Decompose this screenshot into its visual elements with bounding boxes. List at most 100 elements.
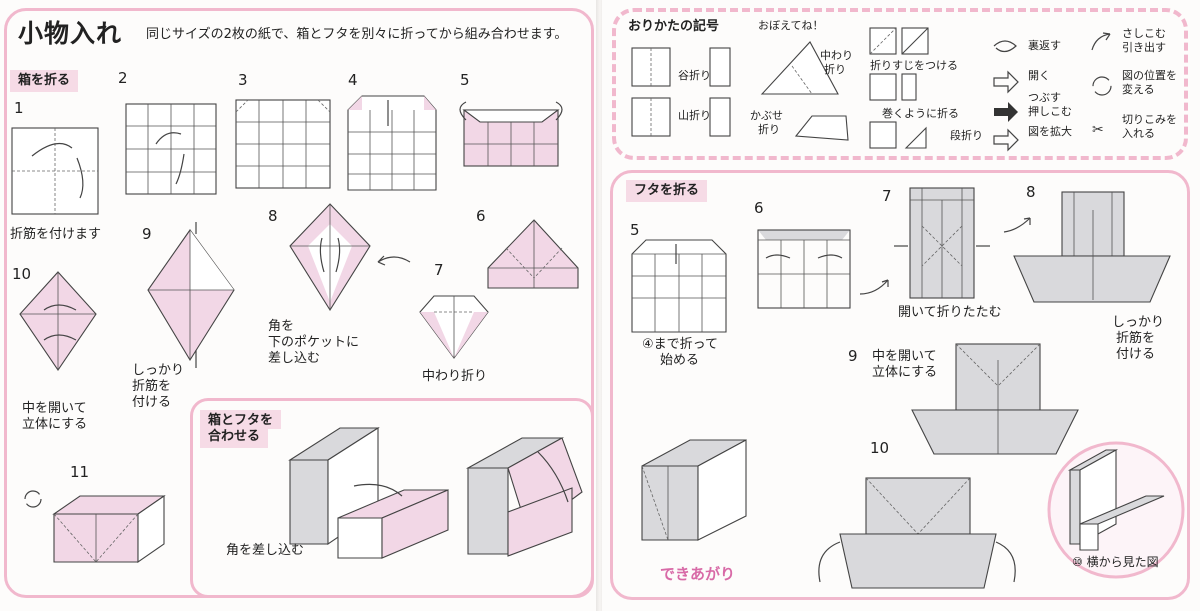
page-title: 小物入れ bbox=[18, 19, 123, 48]
step-4-number: 4 bbox=[348, 71, 358, 89]
symbols-frame bbox=[612, 8, 1188, 160]
lid-caption-open3d-2: 立体にする bbox=[872, 365, 938, 380]
symbol-squash-1: つぶす bbox=[1028, 91, 1061, 104]
caption-side-view: ⑩ 横から見た図 bbox=[1072, 555, 1159, 569]
lid-step-7-diagram bbox=[894, 187, 990, 299]
lid-caption-crease-2: 折筋を bbox=[1116, 331, 1156, 346]
symbol-rotate-2: 変える bbox=[1122, 83, 1155, 96]
lid-step-5-diagram bbox=[631, 239, 727, 333]
symbol-rotate-1: 図の位置を bbox=[1122, 69, 1177, 82]
lid-step-8-number: 8 bbox=[1026, 183, 1036, 201]
step-2-diagram bbox=[125, 103, 217, 195]
caption-tuck-3: 差し込む bbox=[268, 351, 321, 366]
section-combine-heading-2: 合わせる bbox=[200, 429, 269, 448]
step-10-number: 10 bbox=[12, 265, 32, 283]
symbol-enlarge-label: 図を拡大 bbox=[1028, 125, 1072, 138]
combine-diagram-2 bbox=[465, 437, 583, 557]
arrow-6-to-7 bbox=[859, 279, 889, 295]
lid-step-9-diagram bbox=[911, 343, 1079, 455]
caption-done: できあがり bbox=[660, 565, 736, 583]
caption-insert-corner: 角を差し込む bbox=[226, 543, 305, 558]
step-3-diagram bbox=[235, 99, 331, 189]
step-11-number: 11 bbox=[70, 463, 90, 481]
lid-step-9-number: 9 bbox=[848, 347, 858, 365]
step-9-diagram bbox=[147, 222, 235, 368]
valley-fold-icon bbox=[631, 47, 731, 137]
step-9-number: 9 bbox=[142, 225, 152, 243]
symbols-remember: おぼえてね！ bbox=[758, 19, 824, 32]
symbol-roll-label: 巻くように折る bbox=[882, 107, 959, 120]
finished-box-diagram bbox=[641, 439, 747, 541]
lid-caption-crease-3: 付ける bbox=[1116, 347, 1156, 362]
symbol-inside-1: 中わり bbox=[820, 49, 853, 62]
section-box-heading: 箱を折る bbox=[10, 70, 79, 92]
symbol-valley-label: 谷折り bbox=[678, 69, 711, 82]
step-8-number: 8 bbox=[268, 207, 278, 225]
symbol-mountain-label: 山折り bbox=[678, 109, 711, 122]
section-lid-heading: フタを折る bbox=[626, 180, 708, 202]
step-4-diagram bbox=[347, 95, 437, 191]
symbol-outside-2: 折り bbox=[758, 123, 780, 136]
symbol-open-label: 開く bbox=[1028, 69, 1050, 82]
symbol-turn-over-label: 裏返す bbox=[1028, 39, 1061, 52]
right-page: おりかたの記号 おぼえてね！ 谷折り 山折り 中わり 折り かぶせ 折り 折りす… bbox=[602, 0, 1200, 611]
caption-crease: 折筋を付けます bbox=[10, 227, 102, 242]
combine-diagram-1 bbox=[288, 426, 449, 559]
step-2-number: 2 bbox=[118, 69, 128, 87]
lid-caption-start-1: ④まで折って bbox=[642, 337, 719, 352]
lid-step-8-diagram bbox=[1013, 191, 1171, 303]
step-3-number: 3 bbox=[238, 71, 248, 89]
symbol-cut-2: 入れる bbox=[1122, 127, 1155, 140]
lid-step-10-diagram bbox=[818, 477, 1016, 589]
left-page: 小物入れ 同じサイズの2枚の紙で、箱とフタを別々に折ってから組み合わせます。 箱… bbox=[0, 0, 598, 611]
step-7-diagram bbox=[419, 295, 489, 359]
caption-inside-fold: 中わり折り bbox=[422, 369, 488, 384]
caption-tuck-2: 下のポケットに bbox=[268, 335, 360, 350]
step-1-number: 1 bbox=[14, 99, 24, 117]
step-1-diagram bbox=[11, 127, 99, 215]
intro-text: 同じサイズの2枚の紙で、箱とフタを別々に折ってから組み合わせます。 bbox=[146, 27, 568, 42]
lid-caption-open3d-1: 中を開いて bbox=[872, 349, 937, 364]
step-6-diagram bbox=[487, 219, 579, 289]
step-6-number: 6 bbox=[476, 207, 486, 225]
step-7-number: 7 bbox=[434, 261, 444, 279]
caption-crease2-3: 付ける bbox=[132, 395, 172, 410]
symbol-insert-1: さしこむ bbox=[1122, 27, 1166, 40]
lid-frame bbox=[610, 170, 1190, 600]
arrow-7-to-8 bbox=[377, 255, 411, 266]
symbol-inside-2: 折り bbox=[824, 63, 846, 76]
lid-step-10-number: 10 bbox=[870, 439, 890, 457]
crease-icon bbox=[869, 27, 929, 149]
lid-step-5-number: 5 bbox=[630, 221, 640, 239]
lid-caption-crease-1: しっかり bbox=[1112, 315, 1165, 330]
step-5-number: 5 bbox=[460, 71, 470, 89]
step-5-diagram bbox=[459, 101, 563, 167]
step-11-diagram bbox=[52, 494, 166, 564]
symbol-cut-1: 切りこみを bbox=[1122, 113, 1177, 126]
svg-text:✂: ✂ bbox=[1092, 122, 1104, 138]
lid-caption-open-fold: 開いて折りたたむ bbox=[898, 305, 1002, 320]
combine-frame bbox=[190, 398, 594, 598]
caption-crease2-2: 折筋を bbox=[132, 379, 172, 394]
page-gutter bbox=[596, 0, 604, 611]
step-10-diagram bbox=[19, 271, 97, 371]
turn-over-icon bbox=[993, 40, 1019, 152]
insert-icon: ✂ bbox=[1091, 32, 1112, 138]
lid-caption-start-2: 始める bbox=[660, 353, 700, 368]
caption-open-1: 中を開いて bbox=[22, 401, 87, 416]
caption-crease2-1: しっかり bbox=[132, 363, 185, 378]
symbols-title: おりかたの記号 bbox=[628, 19, 720, 34]
step-8-diagram bbox=[289, 203, 371, 312]
symbol-insert-2: 引き出す bbox=[1122, 41, 1166, 54]
rotate-icon bbox=[24, 490, 42, 508]
inside-reverse-fold-icon bbox=[760, 41, 849, 141]
caption-tuck-1: 角を bbox=[268, 319, 295, 334]
symbol-crease-label: 折りすじをつける bbox=[870, 59, 958, 72]
symbol-outside-1: かぶせ bbox=[750, 109, 783, 122]
lid-step-7-number: 7 bbox=[882, 187, 892, 205]
section-combine-heading-1: 箱とフタを bbox=[200, 410, 282, 429]
lid-step-6-number: 6 bbox=[754, 199, 764, 217]
caption-open-2: 立体にする bbox=[22, 417, 88, 432]
symbol-squash-2: 押しこむ bbox=[1028, 105, 1072, 118]
symbol-step-label: 段折り bbox=[950, 129, 983, 142]
